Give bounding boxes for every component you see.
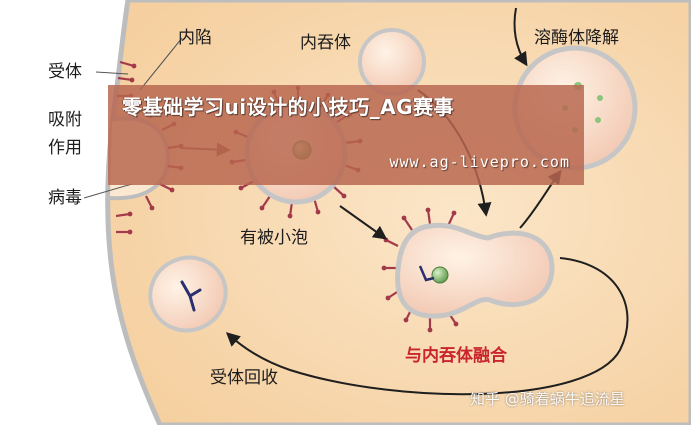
banner-url[interactable]: www.ag-livepro.com bbox=[389, 153, 570, 171]
label-adsorption-1: 吸附 bbox=[48, 110, 82, 130]
banner-title: 零基础学习ui设计的小技巧_AG赛事 bbox=[122, 95, 454, 119]
pointer-virus bbox=[83, 183, 133, 199]
label-coated-vesicle: 有被小泡 bbox=[240, 228, 308, 248]
arrow-recycle-to-vesicle bbox=[225, 257, 629, 396]
label-receptor: 受体 bbox=[48, 62, 82, 82]
label-virus: 病毒 bbox=[48, 188, 82, 208]
overlay-banner: 零基础学习ui设计的小技巧_AG赛事 www.ag-livepro.com bbox=[108, 85, 584, 185]
label-invagination: 内陷 bbox=[178, 28, 212, 48]
pointer-receptor bbox=[95, 71, 129, 75]
arrow-to-lysosome bbox=[513, 7, 528, 67]
label-fusion-with-endosome: 与内吞体融合 bbox=[405, 346, 507, 366]
recycled-receptor bbox=[180, 280, 202, 312]
virus-in-fusion bbox=[431, 266, 449, 284]
arrow-to-fusion-a bbox=[339, 205, 388, 240]
pointer-invagination bbox=[139, 37, 183, 91]
label-receptor-recycling: 受体回收 bbox=[210, 368, 278, 388]
source-watermark: 知乎 @骑着蜗牛追流星 bbox=[470, 390, 625, 408]
label-endosome: 内吞体 bbox=[300, 33, 351, 53]
fused-endosome bbox=[381, 207, 555, 333]
label-adsorption-2: 作用 bbox=[48, 138, 82, 158]
label-lysosome-degradation: 溶酶体降解 bbox=[534, 28, 619, 48]
